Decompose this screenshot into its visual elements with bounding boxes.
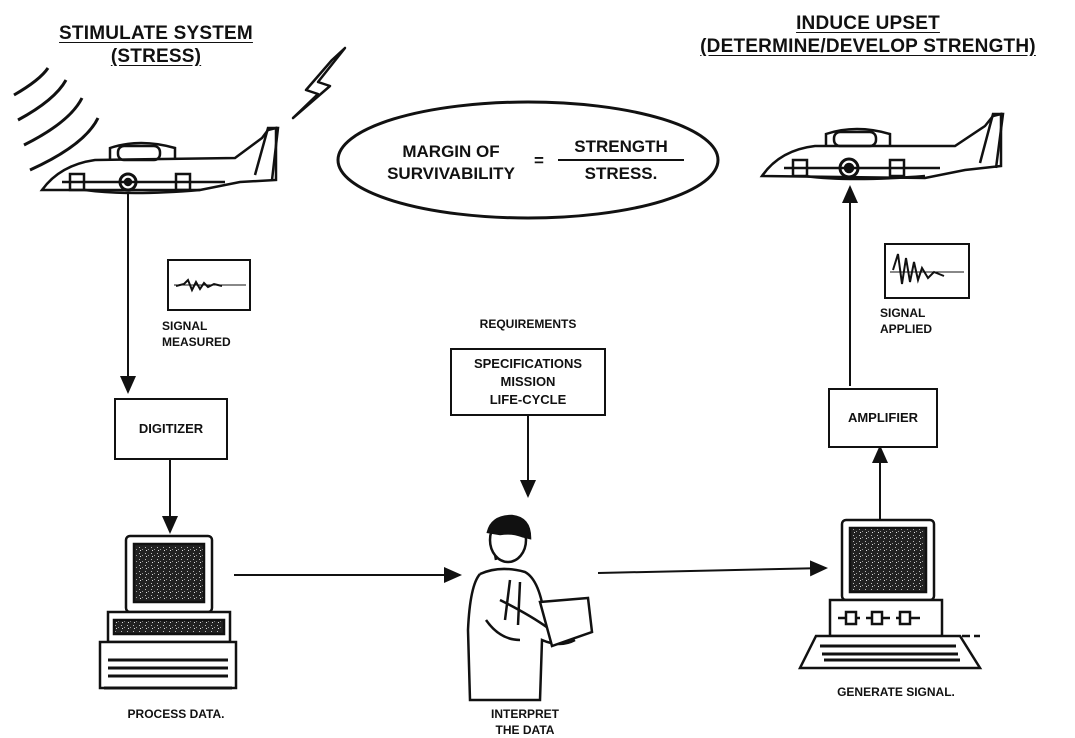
interpret-line2: THE DATA	[495, 723, 555, 737]
computer-right-icon	[797, 518, 983, 670]
signal-applied-line1: SIGNAL	[880, 306, 926, 320]
equation-numerator: STRENGTH	[574, 137, 668, 156]
requirements-label: REQUIREMENTS	[479, 317, 577, 331]
signal-measured-line2: MEASURED	[162, 335, 231, 349]
stress-wave-icon	[13, 67, 100, 172]
generate-signal-label: GENERATE SIGNAL.	[837, 685, 955, 699]
person-analyst-icon	[466, 514, 594, 702]
signal-measured-line1: SIGNAL	[162, 319, 208, 333]
lightning-icon	[291, 46, 347, 120]
requirements-item: LIFE-CYCLE	[489, 392, 567, 407]
equation-lhs-line2: SURVIVABILITY	[387, 164, 515, 183]
waveform-measured-icon	[167, 259, 251, 311]
amplifier-label: AMPLIFIER	[847, 410, 919, 425]
left-header-line2: (STRESS)	[110, 46, 202, 67]
amplifier-box: AMPLIFIER	[828, 388, 938, 448]
process-data-label: PROCESS DATA.	[127, 707, 225, 721]
equation-denominator: STRESS.	[584, 164, 658, 183]
interpret-label: INTERPRET THE DATA	[470, 706, 580, 738]
right-header-line1: INDUCE UPSET	[796, 13, 940, 34]
computer-left-icon	[98, 534, 238, 690]
equation-oval	[336, 100, 720, 220]
waveform-applied-icon	[884, 243, 970, 299]
digitizer-box: DIGITIZER	[114, 398, 228, 460]
requirements-item: SPECIFICATIONS	[473, 356, 583, 371]
aircraft-left-icon	[39, 126, 280, 195]
requirements-item: MISSION	[500, 374, 556, 389]
aircraft-right-icon	[759, 112, 1005, 181]
right-header: INDUCE UPSET (DETERMINE/DEVELOP STRENGTH…	[678, 12, 1058, 58]
signal-measured-label: SIGNAL MEASURED	[162, 318, 262, 350]
equation-lhs: MARGIN OF SURVIVABILITY	[366, 141, 536, 185]
flow-arrows	[120, 185, 888, 583]
digitizer-label: DIGITIZER	[138, 421, 204, 436]
left-header: STIMULATE SYSTEM (STRESS)	[34, 22, 278, 68]
equation-lhs-line1: MARGIN OF	[402, 142, 500, 161]
interpret-line1: INTERPRET	[490, 707, 559, 721]
signal-applied-line2: APPLIED	[880, 322, 933, 336]
equals-sign: =	[534, 151, 544, 170]
signal-applied-label: SIGNAL APPLIED	[880, 305, 980, 337]
left-header-line1: STIMULATE SYSTEM	[59, 23, 253, 44]
requirements-box: SPECIFICATIONS MISSION LIFE-CYCLE	[450, 348, 606, 416]
right-header-line2: (DETERMINE/DEVELOP STRENGTH)	[700, 36, 1036, 57]
